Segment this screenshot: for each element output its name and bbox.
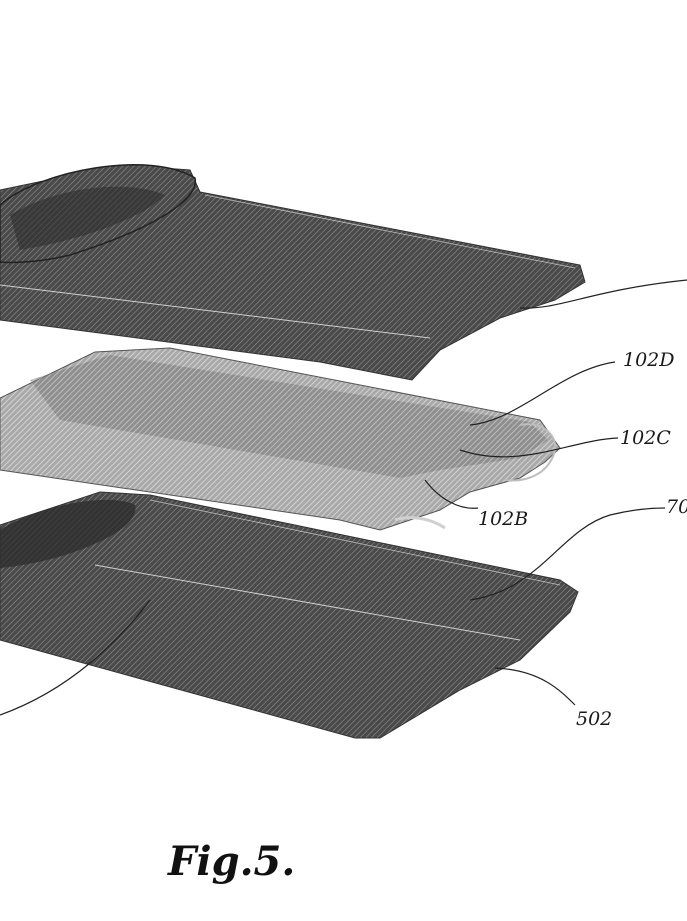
leader-lines bbox=[0, 279, 687, 716]
label-70: 70 bbox=[666, 496, 687, 518]
bottom-layer bbox=[0, 491, 579, 739]
figure-caption: Fig.5. bbox=[168, 838, 296, 885]
leader-102B bbox=[424, 479, 479, 509]
leader-502 bbox=[494, 667, 576, 706]
middle-layers bbox=[0, 347, 561, 531]
leader-left bbox=[0, 599, 151, 716]
top-layer bbox=[0, 164, 586, 381]
label-102D: 102D bbox=[623, 349, 675, 371]
leader-102C bbox=[459, 437, 619, 458]
leader-70 bbox=[469, 507, 666, 601]
leader-102D bbox=[469, 361, 616, 426]
label-102B: 102B bbox=[478, 508, 529, 530]
label-502: 502 bbox=[576, 708, 613, 730]
leader-top bbox=[519, 279, 687, 309]
label-102C: 102C bbox=[620, 427, 671, 449]
